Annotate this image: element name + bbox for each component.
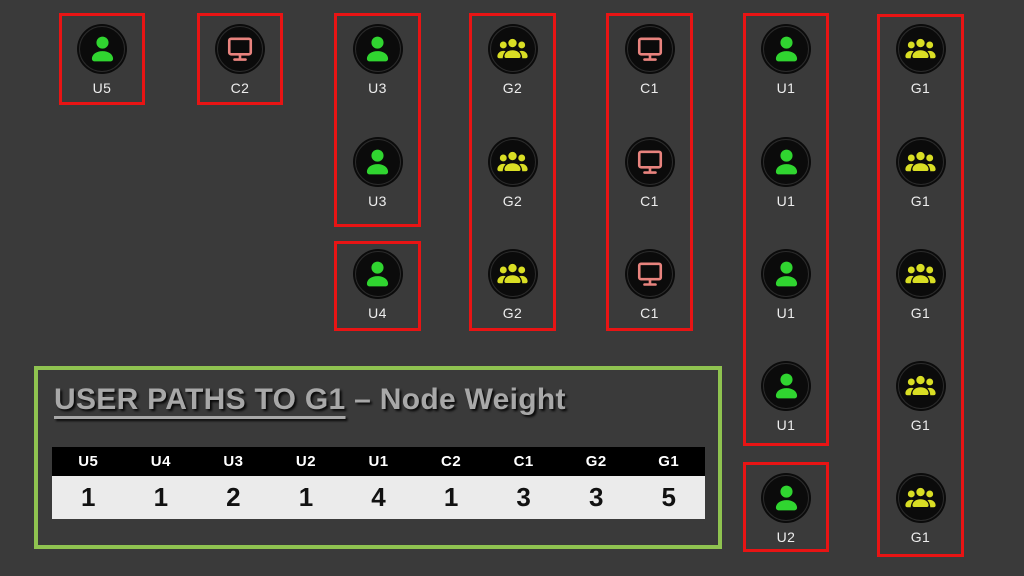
table-header-cell: U5 xyxy=(78,453,99,470)
cluster-box-u5 xyxy=(59,13,145,105)
group-icon xyxy=(895,24,946,74)
node-label: G2 xyxy=(502,80,523,96)
node-label: C1 xyxy=(640,80,659,96)
table-header-cell: U1 xyxy=(368,453,389,470)
node-u3-0: U3 xyxy=(346,24,410,96)
panel-title-rest: – Node Weight xyxy=(345,383,566,416)
node-label: U5 xyxy=(92,80,112,96)
table-value-cell: 2 xyxy=(226,482,241,512)
monitor-icon xyxy=(624,249,675,299)
node-c1-2: C1 xyxy=(618,249,682,321)
node-u1-2: U1 xyxy=(754,249,818,321)
cluster-box-u2 xyxy=(743,462,829,552)
table-header-cell: U3 xyxy=(223,453,244,470)
node-label: C2 xyxy=(230,80,250,96)
monitor-icon xyxy=(624,137,675,187)
node-label: U1 xyxy=(776,417,796,433)
user-icon xyxy=(352,249,403,299)
cluster-box-u3 xyxy=(334,13,421,227)
node-label: G1 xyxy=(910,529,931,545)
node-c1-1: C1 xyxy=(618,137,682,209)
table-value-row: 1 1 2 1 4 1 3 3 5 xyxy=(52,476,705,519)
table-value-cell: 3 xyxy=(516,482,531,512)
node-g2-1: G2 xyxy=(481,137,545,209)
group-icon xyxy=(487,249,538,299)
user-icon xyxy=(761,24,811,74)
node-u3-1: U3 xyxy=(346,137,410,209)
node-label: U3 xyxy=(368,193,387,209)
table-value-cell: 3 xyxy=(588,482,604,512)
node-g2-0: G2 xyxy=(481,24,545,96)
cluster-box-g1 xyxy=(877,14,964,557)
group-icon xyxy=(895,249,946,299)
table-header-cell: C2 xyxy=(441,453,462,470)
node-label: C1 xyxy=(640,193,659,209)
node-label: U4 xyxy=(368,305,387,321)
table-header-cell: G2 xyxy=(585,453,607,470)
table-value-cell: 1 xyxy=(81,482,96,512)
user-icon xyxy=(352,137,403,187)
user-icon xyxy=(761,249,811,299)
monitor-icon xyxy=(215,24,265,74)
table-header-cell: C1 xyxy=(513,453,534,470)
table-value-cell: 1 xyxy=(153,482,169,512)
node-label: G1 xyxy=(910,417,931,433)
cluster-box-u4 xyxy=(334,241,421,331)
node-g1-2: G1 xyxy=(889,249,953,321)
node-label: G1 xyxy=(910,193,931,209)
node-label: G1 xyxy=(910,305,931,321)
node-label: U1 xyxy=(776,193,796,209)
cluster-box-g2 xyxy=(469,13,556,331)
node-label: U2 xyxy=(776,529,796,545)
table-header-cell: G1 xyxy=(658,453,680,470)
user-icon xyxy=(352,24,403,74)
node-c2-0: C2 xyxy=(208,24,272,96)
table-value-cell: 5 xyxy=(661,482,677,512)
node-u4-0: U4 xyxy=(346,249,410,321)
node-g2-2: G2 xyxy=(481,249,545,321)
node-label: U3 xyxy=(368,80,387,96)
table-header-row: U5 U4 U3 U2 U1 C2 C1 G2 G1 xyxy=(52,447,705,476)
node-g1-0: G1 xyxy=(889,24,953,96)
node-u1-1: U1 xyxy=(754,137,818,209)
group-icon xyxy=(895,361,946,411)
cluster-box-c1 xyxy=(606,13,693,331)
node-weight-table: U5 U4 U3 U2 U1 C2 C1 G2 G1 1 1 2 1 4 1 3 3 5 xyxy=(52,447,705,519)
node-g1-3: G1 xyxy=(889,361,953,433)
table-header-cell: U2 xyxy=(295,453,317,470)
node-label: G1 xyxy=(910,80,931,96)
user-icon xyxy=(761,137,811,187)
group-icon xyxy=(895,473,946,523)
node-label: G2 xyxy=(502,193,523,209)
group-icon xyxy=(895,137,946,187)
panel-title-underlined: USER PATHS TO G1 xyxy=(54,383,346,416)
monitor-icon xyxy=(624,24,675,74)
node-label: U1 xyxy=(776,80,796,96)
table-value-cell: 1 xyxy=(443,482,459,512)
node-label: C1 xyxy=(640,305,659,321)
cluster-box-c2 xyxy=(197,13,283,105)
node-u1-0: U1 xyxy=(754,24,818,96)
node-u5-0: U5 xyxy=(70,24,134,96)
user-icon xyxy=(77,24,127,74)
node-g1-4: G1 xyxy=(889,473,953,545)
node-c1-0: C1 xyxy=(618,24,682,96)
table-header-cell: U4 xyxy=(150,453,171,470)
cluster-box-u1 xyxy=(743,13,829,446)
node-label: G2 xyxy=(502,305,523,321)
node-g1-1: G1 xyxy=(889,137,953,209)
table-value-cell: 1 xyxy=(298,482,314,512)
group-icon xyxy=(487,24,538,74)
table-value-cell: 4 xyxy=(371,482,386,512)
group-icon xyxy=(487,137,538,187)
user-icon xyxy=(761,473,811,523)
node-u2-0: U2 xyxy=(754,473,818,545)
node-u1-3: U1 xyxy=(754,361,818,433)
panel-title: USER PATHS TO G1 – Node Weight xyxy=(54,383,566,417)
node-label: U1 xyxy=(776,305,796,321)
user-icon xyxy=(761,361,811,411)
